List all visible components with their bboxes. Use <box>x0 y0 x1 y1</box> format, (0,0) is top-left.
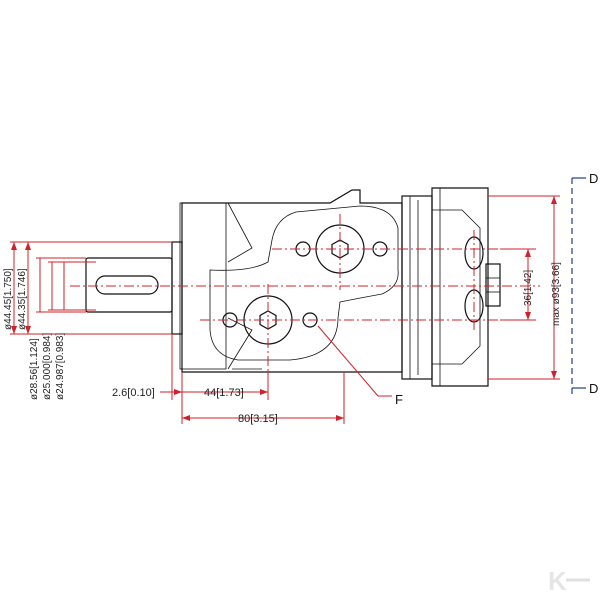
shaft <box>85 257 173 313</box>
logo-letter: K <box>548 566 567 596</box>
centerlines <box>70 214 540 400</box>
motor-body <box>171 187 489 387</box>
port-callout-f: F <box>395 392 403 407</box>
shaft-od-label: ø28.56[1.124] <box>29 338 40 400</box>
port-plate <box>209 205 399 361</box>
body-length-label: 80[3.15] <box>238 413 278 425</box>
port-spacing-label: 36[1.42] <box>523 270 534 306</box>
port-offset-label: 44[1.73] <box>204 387 244 399</box>
flange-od-min-label: ø44.35[1.746] <box>17 268 28 330</box>
brand-logo-watermark: K <box>548 566 590 596</box>
max-diameter-label: max ø93[3.66] <box>551 262 562 326</box>
offset-small-label: 2.6[0.10] <box>112 387 155 399</box>
section-label-top: D <box>589 171 598 186</box>
dimension-lines <box>10 195 560 424</box>
shaft-key-max-label: ø25.000[0.984] <box>42 333 53 400</box>
section-line <box>571 177 586 394</box>
shaft-key-min-label: ø24.987[0.983] <box>55 333 66 400</box>
flange-od-label: ø44.45[1.750] <box>3 268 14 330</box>
end-cover-details <box>464 236 501 323</box>
section-label-bottom: D <box>589 381 598 396</box>
